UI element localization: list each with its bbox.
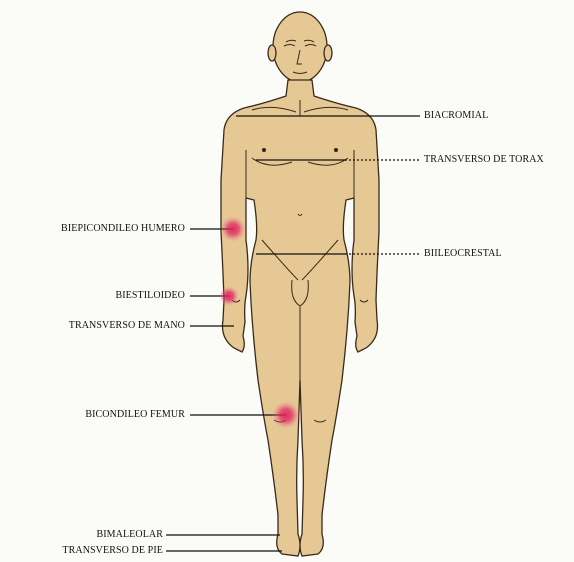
label-biileocrestal: BIILEOCRESTAL	[424, 248, 502, 260]
knee-marker	[272, 401, 300, 429]
label-transverso-mano: TRANSVERSO DE MANO	[69, 320, 185, 332]
label-bicondileo-femur: BICONDILEO FEMUR	[85, 409, 185, 421]
label-biepicondileo-humero: BIEPICONDILEO HUMERO	[61, 223, 185, 235]
label-biestiloideo: BIESTILOIDEO	[115, 290, 185, 302]
elbow-marker	[220, 216, 246, 242]
wrist-marker	[219, 286, 239, 306]
label-biacromial: BIACROMIAL	[424, 110, 488, 122]
head	[268, 12, 332, 82]
label-bimaleolar: BIMALEOLAR	[96, 529, 163, 541]
label-transverso-pie: TRANSVERSO DE PIE	[62, 545, 163, 557]
label-transverso-torax: TRANSVERSO DE TORAX	[424, 154, 544, 166]
